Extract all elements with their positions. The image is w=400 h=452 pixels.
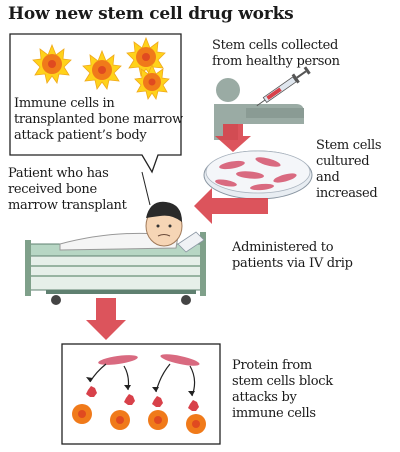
immune-cell-icon	[82, 49, 122, 90]
stem-cell-icon	[98, 355, 138, 365]
stem-cell-icon	[219, 160, 245, 170]
stem-cell-icon	[215, 179, 237, 187]
stem-cells-collected-caption: Stem cells collected from healthy person	[212, 38, 340, 70]
immune-cell-icon	[134, 64, 170, 100]
immune-cells-group	[32, 36, 170, 100]
syringe-icon	[256, 66, 311, 107]
caption-line: received bone	[8, 182, 97, 197]
immune-attack-caption: Immune cells in transplanted bone marrow…	[14, 96, 183, 144]
patient-caption: Patient who has received bone marrow tra…	[8, 166, 127, 214]
caption-line: Stem cells	[316, 138, 382, 153]
caption-line: cultured	[316, 154, 370, 169]
administered-caption: Administered to patients via IV drip	[232, 240, 353, 272]
caption-line: Protein from	[232, 358, 312, 373]
caption-line: stem cells block	[232, 374, 333, 389]
caption-line: from healthy person	[212, 54, 340, 69]
caption-line: and	[316, 170, 340, 185]
protein-icon	[86, 386, 97, 397]
caption-line: Patient who has	[8, 166, 109, 181]
stem-cell-icon	[236, 171, 264, 179]
caption-line: Immune cells in	[14, 96, 115, 111]
arrow-collect-to-culture	[215, 124, 251, 152]
patient-callout-line	[141, 171, 151, 206]
stem-cell-icon	[160, 354, 200, 366]
stem-cell-icon	[273, 173, 297, 183]
caption-line: attacks by	[232, 390, 297, 405]
caption-line: immune cells	[232, 406, 316, 421]
protein-icon	[124, 394, 135, 405]
caption-line: transplanted bone marrow	[14, 112, 183, 127]
immune-cell-icon	[126, 36, 166, 77]
caption-line: Stem cells collected	[212, 38, 339, 53]
protein-icon	[188, 400, 199, 411]
diagram-title: How new stem cell drug works	[8, 4, 294, 24]
caption-line: marrow transplant	[8, 198, 127, 213]
stem-cells-cultured-caption: Stem cells cultured and increased	[316, 138, 382, 202]
stem-cell-icon	[250, 183, 274, 191]
patient-icon	[59, 201, 205, 253]
arrow-patient-to-protein	[86, 298, 126, 340]
caption-line: attack patient’s body	[14, 128, 147, 143]
caption-line: patients via IV drip	[232, 256, 353, 271]
protein-caption: Protein from stem cells block attacks by…	[232, 358, 333, 422]
arrow-culture-to-patient	[194, 188, 268, 224]
caption-line: Administered to	[232, 240, 334, 255]
protein-action-panel	[61, 343, 221, 445]
petri-dish-icon	[203, 150, 313, 200]
protein-icon	[152, 396, 163, 407]
caption-line: increased	[316, 186, 378, 201]
immune-cell-icon	[32, 43, 72, 84]
stem-cell-icon	[255, 157, 281, 167]
